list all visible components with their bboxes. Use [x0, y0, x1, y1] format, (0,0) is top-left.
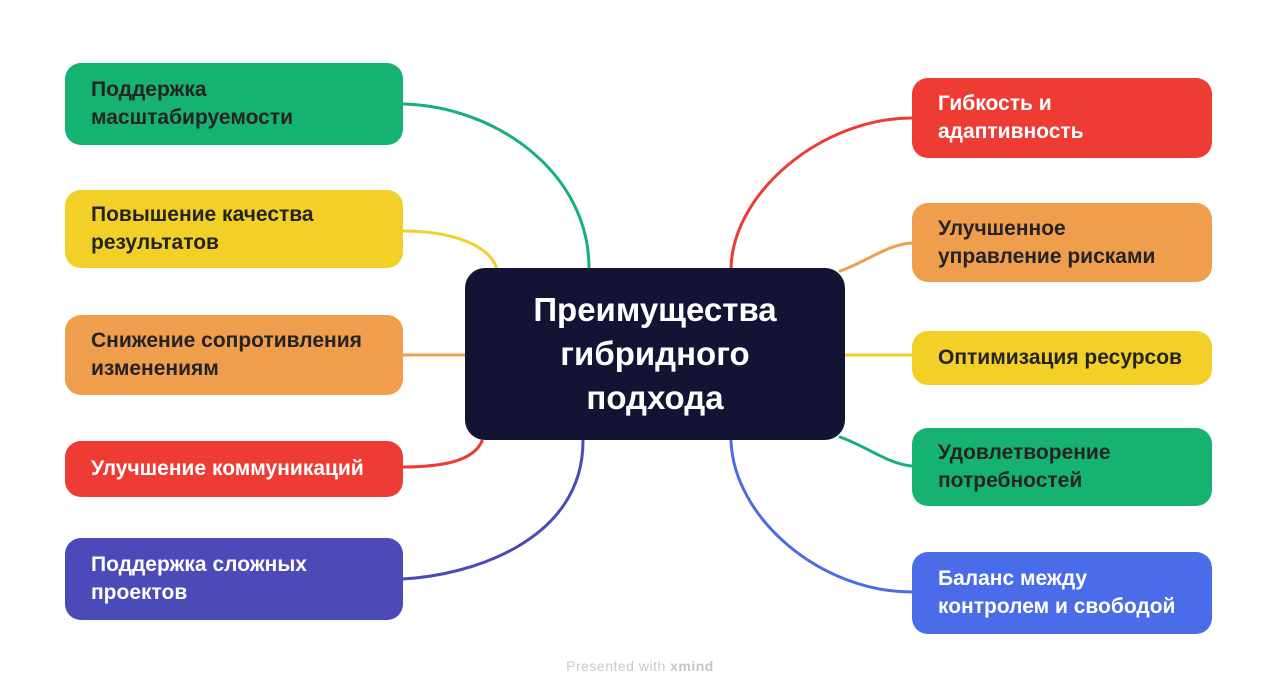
xmind-brand: xmind: [670, 658, 714, 674]
topic-risk-management[interactable]: Улучшенное управление рисками: [912, 203, 1212, 282]
topic-complex-projects-support[interactable]: Поддержка сложных проектов: [65, 538, 403, 620]
topic-change-resistance-reduction[interactable]: Снижение сопротивления изменениям: [65, 315, 403, 395]
topic-flexibility-adaptability[interactable]: Гибкость и адаптивность: [912, 78, 1212, 158]
central-topic[interactable]: Преимущества гибридного подхода: [465, 268, 845, 440]
connector-right-flexibility: [729, 116, 914, 270]
topic-control-freedom-balance[interactable]: Баланс между контролем и свободой: [912, 552, 1212, 634]
topic-communication-improvement[interactable]: Улучшение коммуникаций: [65, 441, 403, 497]
connector-left-communication: [399, 439, 484, 469]
connector-left-complex: [400, 439, 585, 581]
connector-left-scalability: [401, 102, 591, 270]
watermark-text: Presented with: [566, 658, 671, 674]
connector-right-needs: [838, 435, 914, 468]
topic-resource-optimization[interactable]: Оптимизация ресурсов: [912, 331, 1212, 385]
topic-needs-satisfaction[interactable]: Удовлетворение потребностей: [912, 428, 1212, 506]
connector-left-quality: [401, 229, 499, 271]
connector-right-risk: [838, 241, 914, 273]
connector-right-balance: [729, 439, 914, 594]
topic-quality-improvement[interactable]: Повышение качества результатов: [65, 190, 403, 268]
topic-scalability-support[interactable]: Поддержка масштабируемости: [65, 63, 403, 145]
watermark: Presented with xmind: [0, 658, 1280, 674]
